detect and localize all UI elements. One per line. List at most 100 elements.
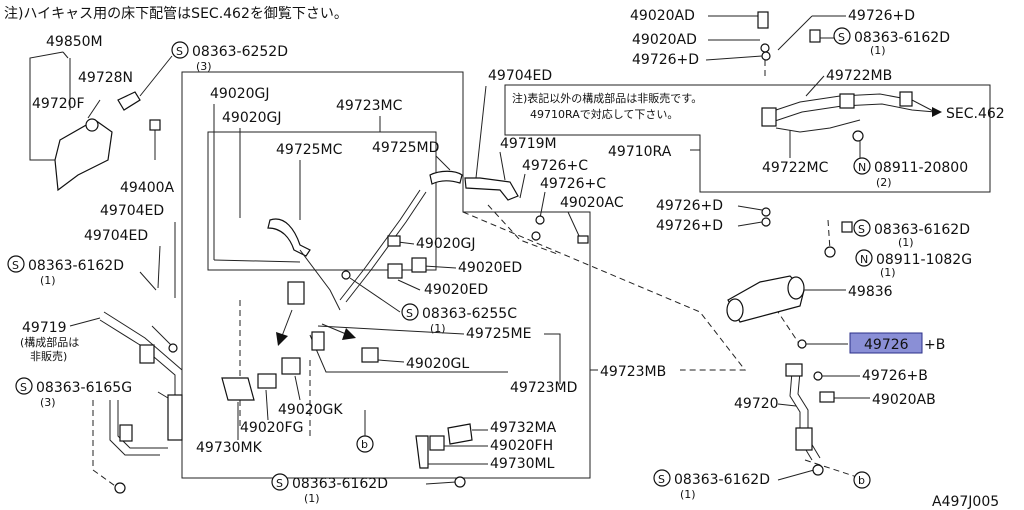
- svg-text:(1): (1): [304, 492, 320, 505]
- callout-49719: 49719: [22, 320, 67, 336]
- svg-text:S: S: [658, 473, 665, 486]
- callout-49726B: 49726+B: [862, 368, 928, 384]
- callout-08911-20800: 08911-20800: [874, 160, 968, 176]
- svg-text:(1): (1): [870, 44, 886, 57]
- callout-49020AD-a: 49020AD: [630, 8, 695, 24]
- callout-49836: 49836: [848, 284, 893, 300]
- notice-line1: 注)表記以外の構成部品は非販売です。: [512, 91, 702, 105]
- callout-49725MD: 49725MD: [372, 140, 439, 156]
- dashed-link: [487, 204, 561, 256]
- svg-text:S: S: [406, 307, 413, 320]
- callout-08911-1082G: 08911-1082G: [876, 252, 972, 268]
- group-frame-49710ra: [504, 84, 991, 193]
- svg-text:N: N: [858, 161, 866, 174]
- callout-49722MB: 49722MB: [826, 68, 892, 84]
- bolt: [117, 91, 141, 111]
- bracket-49730mk: [221, 377, 255, 401]
- callout-49723MD: 49723MD: [510, 380, 577, 396]
- s-symbol: [171, 41, 189, 59]
- callout-08363-6252D: 08363-6252D: [192, 44, 288, 60]
- svg-text:S: S: [276, 477, 283, 490]
- hose-49719m: [464, 177, 519, 201]
- sec462-link: SEC.462: [946, 106, 1005, 122]
- group-frame-49723mb: [181, 71, 591, 479]
- svg-text:(3): (3): [196, 60, 212, 73]
- callout-49722MC: 49722MC: [762, 160, 829, 176]
- callout-49723MC: 49723MC: [336, 98, 403, 114]
- callout-49710RA: 49710RA: [608, 144, 672, 160]
- callout-49723MB: 49723MB: [600, 364, 666, 380]
- callout-49020FG: 49020FG: [240, 420, 303, 436]
- callout-49720F: 49720F: [32, 96, 85, 112]
- callout-08363-6165G: 08363-6165G: [36, 380, 132, 396]
- svg-text:N: N: [860, 253, 868, 266]
- callout-08363-6162D-a: 08363-6162D: [28, 258, 124, 274]
- callout-49726C-a: 49726+C: [522, 158, 588, 174]
- bracket-49720f: [54, 119, 113, 192]
- highlight-49726-box[interactable]: [849, 332, 923, 354]
- callout-49020ED-a: 49020ED: [458, 260, 522, 276]
- svg-text:(構成部品は: (構成部品は: [20, 335, 79, 349]
- callout-49725MC: 49725MC: [276, 142, 343, 158]
- svg-text:(1): (1): [40, 274, 56, 287]
- callout-49726D-c: 49726+D: [656, 198, 723, 214]
- direction-arrow-icon: [276, 332, 288, 346]
- callout-49725ME: 49725ME: [466, 326, 531, 342]
- callout-08363-6162D-d: 08363-6162D: [874, 222, 970, 238]
- callout-49020GL: 49020GL: [406, 356, 469, 372]
- callout-49728N: 49728N: [78, 70, 133, 86]
- svg-text:S: S: [858, 223, 865, 236]
- dashed-link: [462, 211, 747, 371]
- hose-49725mc: [267, 218, 311, 257]
- bracket-49730ml: [415, 435, 429, 469]
- callout-49020GK: 49020GK: [278, 402, 343, 418]
- svg-text:(2): (2): [876, 176, 892, 189]
- svg-text:S: S: [176, 45, 183, 58]
- callout-49726-highlighted[interactable]: 49726: [864, 337, 909, 353]
- ref-marker-b: [853, 471, 871, 489]
- callout-08363-6162D-e: 08363-6162D: [674, 472, 770, 488]
- direction-arrow-icon: [342, 328, 356, 340]
- svg-text:b: b: [361, 438, 368, 451]
- callout-08363-6162D-b: 08363-6162D: [292, 476, 388, 492]
- callout-08363-6162D-c: 08363-6162D: [854, 30, 950, 46]
- svg-text:(1): (1): [880, 266, 896, 279]
- callout-49020AD-b: 49020AD: [632, 32, 697, 48]
- dashed-link: [92, 400, 119, 489]
- svg-text:S: S: [838, 31, 845, 44]
- callout-49020GJ-c: 49020GJ: [416, 236, 476, 252]
- callout-49720: 49720: [734, 396, 779, 412]
- clip-49732ma: [447, 423, 473, 445]
- clip-49020gk: [281, 357, 301, 375]
- svg-text:(1): (1): [680, 488, 696, 501]
- callout-49726D-d: 49726+D: [656, 218, 723, 234]
- leader-line: [29, 51, 64, 161]
- callout-49020ED-b: 49020ED: [424, 282, 488, 298]
- svg-text:S: S: [12, 259, 19, 272]
- svg-text:(1): (1): [898, 236, 914, 249]
- svg-text:非販売): 非販売): [30, 350, 67, 363]
- header-note: 注)ハイキャス用の床下配管はSEC.462を御覧下さい。: [4, 5, 348, 22]
- callout-49726D-b: 49726+D: [848, 8, 915, 24]
- arrow-sec462-icon: [932, 107, 942, 117]
- diagram-code: A497J005: [932, 494, 999, 510]
- pipe-49722mb: [769, 93, 936, 113]
- callout-49704ED-c: 49704ED: [488, 68, 552, 84]
- solenoid-49836: [727, 275, 805, 323]
- svg-text:(3): (3): [40, 396, 56, 409]
- svg-text:(1): (1): [430, 322, 446, 335]
- callout-49730MK: 49730MK: [196, 440, 263, 456]
- callout-49850M: 49850M: [46, 34, 103, 50]
- callout-49726-suffix: +B: [924, 337, 945, 353]
- callout-49400A: 49400A: [120, 180, 175, 196]
- callout-08363-6255C: 08363-6255C: [422, 306, 517, 322]
- callout-49020AB: 49020AB: [872, 392, 936, 408]
- callout-49730ML: 49730ML: [490, 456, 555, 472]
- callout-49020FH: 49020FH: [490, 438, 553, 454]
- svg-text:b: b: [858, 474, 865, 487]
- svg-text:S: S: [20, 381, 27, 394]
- callout-49726D-a: 49726+D: [632, 52, 699, 68]
- callout-49020AC: 49020AC: [560, 195, 624, 211]
- callout-49020GJ-a: 49020GJ: [210, 86, 270, 102]
